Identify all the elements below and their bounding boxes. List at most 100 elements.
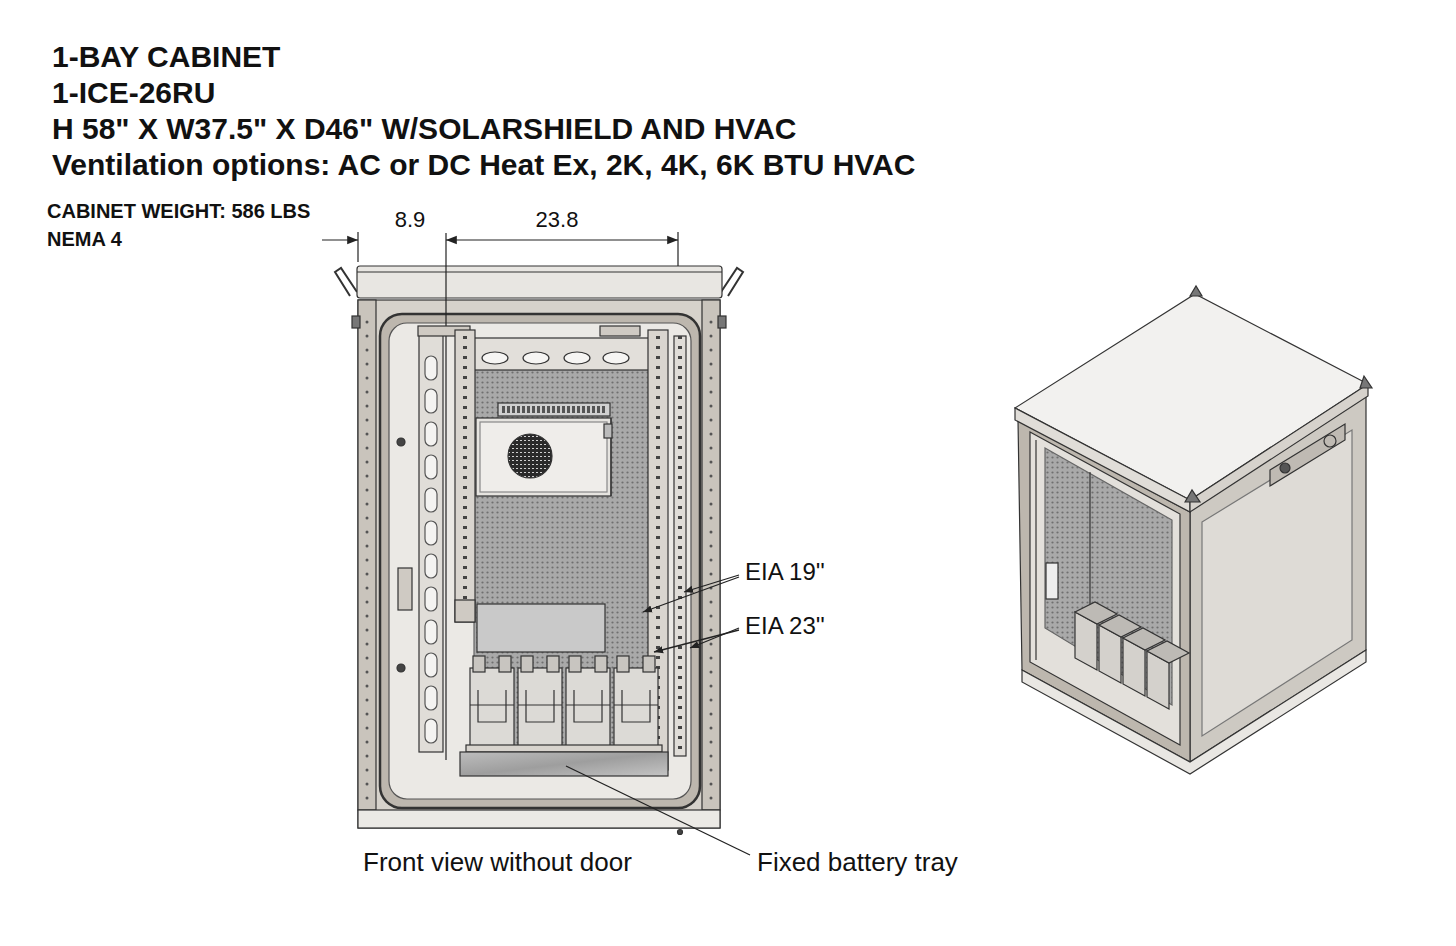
front-view-part-part [678, 656, 682, 659]
front-view-part-part [678, 336, 682, 339]
front-view-part [358, 300, 720, 828]
front-view-part-part [532, 406, 535, 413]
isometric-view-part [1190, 286, 1202, 296]
front-view-part-part [366, 657, 369, 660]
front-view-part-part [577, 406, 580, 413]
leader-lines-part [684, 575, 739, 592]
front-view-part-part [656, 506, 660, 509]
front-view-part-part-part [614, 704, 658, 705]
front-view-part-part [537, 406, 540, 413]
isometric-view-part [1360, 376, 1372, 388]
front-view-part-part [366, 349, 369, 352]
front-view-part [425, 356, 437, 743]
isometric-view [1015, 286, 1372, 774]
front-view-part-part [366, 629, 369, 632]
front-view-part-part [710, 489, 713, 492]
size-label: H 58" X W37.5" X D46" W/SOLARSHIELD AND … [52, 114, 796, 144]
front-view-part-part [678, 456, 682, 459]
front-view-part-part [678, 576, 682, 579]
front-view-part-part [656, 466, 660, 469]
front-view-part [366, 321, 713, 800]
front-view-part-part [463, 416, 467, 419]
isometric-view-part [1015, 294, 1368, 500]
front-view-part-part [710, 475, 713, 478]
front-view-part-part [366, 685, 369, 688]
front-view-part-part [710, 797, 713, 800]
front-view-part-part [512, 406, 515, 413]
front-view-part-part [463, 586, 467, 589]
front-view-part-part [366, 503, 369, 506]
front-view-part-part [678, 706, 682, 709]
front-view-part-part [678, 676, 682, 679]
front-view-part-part [425, 455, 437, 479]
front-view-part-part [710, 531, 713, 534]
front-view-part-part [366, 363, 369, 366]
front-view-part [466, 745, 662, 752]
front-view-part-part [678, 446, 682, 449]
front-view-part-part [470, 656, 514, 746]
front-view-part-part [366, 377, 369, 380]
dimension-lines-part [322, 239, 358, 240]
front-view-part-part [678, 416, 682, 419]
front-view-part-part [463, 546, 467, 549]
front-view-part-part [597, 406, 600, 413]
front-view-part-part [656, 386, 660, 389]
front-view-part-part [656, 586, 660, 589]
front-view-part-part [366, 615, 369, 618]
front-view-part [477, 604, 605, 652]
front-view-part-part-part [478, 690, 506, 722]
front-view-part-part [678, 426, 682, 429]
front-view-part-part [678, 626, 682, 629]
front-view-part-part [463, 366, 467, 369]
leader-lines-part [566, 766, 750, 855]
front-view-part-part [463, 406, 467, 409]
front-view-part-part [518, 656, 562, 746]
front-view-part-part [366, 405, 369, 408]
front-view-part-part [710, 447, 713, 450]
front-view-part-part [582, 406, 585, 413]
front-view-part-part [366, 433, 369, 436]
front-view-part-part [678, 506, 682, 509]
front-view-part-part [678, 716, 682, 719]
front-view-part-part-part [518, 668, 562, 746]
front-view-part-part [527, 406, 530, 413]
front-view-part-part [656, 576, 660, 579]
front-view-part-part [710, 657, 713, 660]
front-view-part-part [614, 656, 658, 746]
front-view-part-part [678, 586, 682, 589]
front-view-part-part [366, 559, 369, 562]
front-view-part-part [710, 573, 713, 576]
front-view-part-part [656, 626, 660, 629]
isometric-view-part [1046, 563, 1058, 599]
front-view-part [389, 323, 691, 799]
front-view-part-part-part [470, 704, 514, 705]
front-view-part-part-part [470, 668, 514, 746]
front-view-part-part [678, 356, 682, 359]
front-view-part-part [678, 696, 682, 699]
front-view-part-part [656, 336, 660, 339]
front-view-part-part [678, 406, 682, 409]
front-view-part-part [366, 321, 369, 324]
front-view-part-part [366, 391, 369, 394]
front-view-part-part [656, 526, 660, 529]
front-view-part-part [678, 466, 682, 469]
front-view-part-part [710, 685, 713, 688]
isometric-view-part [1324, 435, 1336, 447]
front-view-part-part [463, 376, 467, 379]
front-view-part-part [425, 587, 437, 611]
front-view-part-part [463, 536, 467, 539]
dimension-lines [322, 232, 678, 266]
front-view-part-part [656, 406, 660, 409]
front-view-part [352, 316, 360, 328]
front-view-part-part [366, 783, 369, 786]
dimension-lines-part [446, 239, 678, 240]
front-view-part-part [463, 426, 467, 429]
front-view-part-part [656, 556, 660, 559]
front-view-part-part [366, 475, 369, 478]
front-view-part-part [366, 447, 369, 450]
front-view-part-part [710, 755, 713, 758]
front-view-part-part [517, 406, 520, 413]
front-view-part [502, 406, 605, 413]
front-view-part-part [566, 656, 610, 746]
front-view [335, 233, 743, 835]
